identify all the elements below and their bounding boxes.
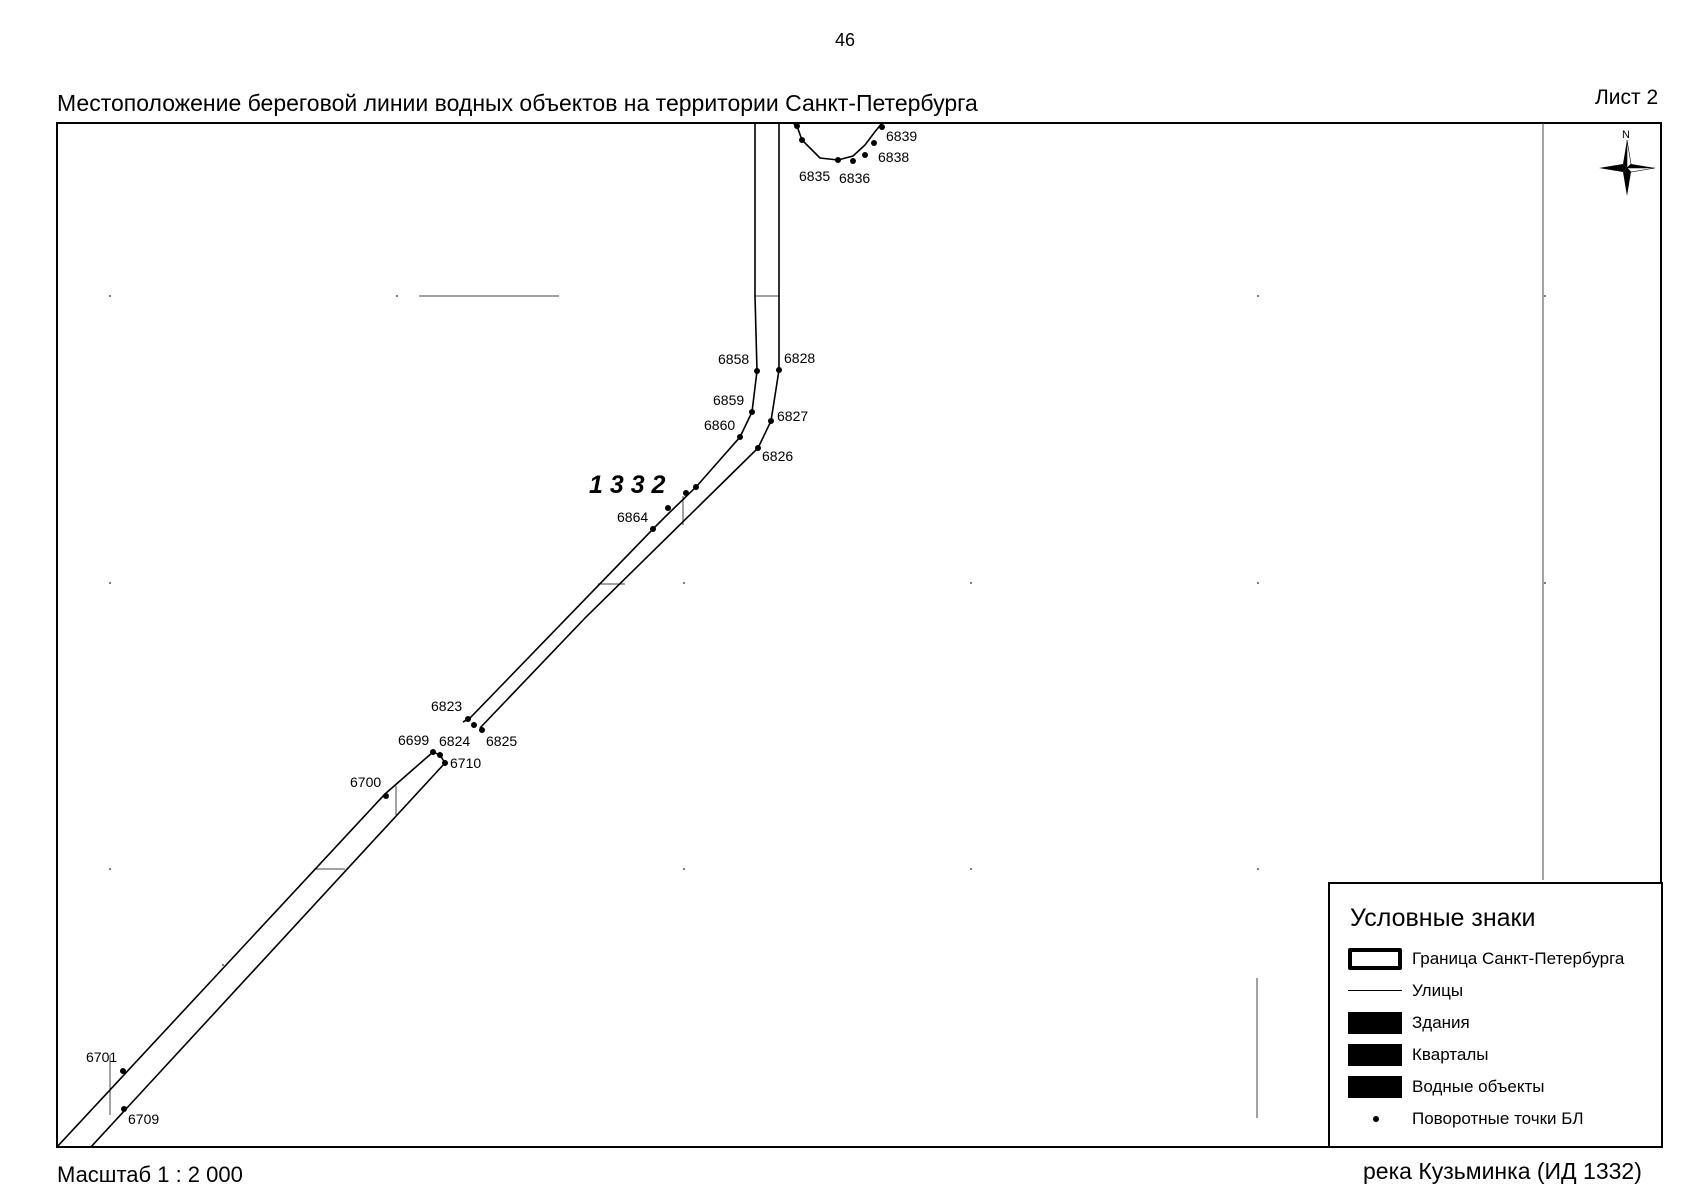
point-label: 6709 <box>128 1111 159 1127</box>
point-label: 6828 <box>784 350 815 366</box>
legend-item-blocks: Кварталы <box>1348 1043 1488 1067</box>
block-swatch-icon <box>1348 1044 1402 1066</box>
turning-point <box>665 505 671 511</box>
shoreline-right <box>479 123 780 729</box>
street-line-icon <box>1348 980 1402 1002</box>
turning-point <box>754 368 760 374</box>
turning-point <box>121 1106 127 1112</box>
point-label: 6701 <box>86 1049 117 1065</box>
point-label: 6825 <box>486 733 517 749</box>
legend-item-buildings: Здания <box>1348 1011 1470 1035</box>
turning-point <box>442 760 448 766</box>
page-number: 46 <box>835 30 856 50</box>
object-id-label: 1 3 3 2 <box>589 471 666 499</box>
legend-item-boundary: Граница Санкт-Петербурга <box>1348 947 1624 971</box>
grid-marks <box>109 295 1546 966</box>
point-label: 6859 <box>713 392 744 408</box>
legend-label: Поворотные точки БЛ <box>1412 1109 1584 1128</box>
point-label: 6824 <box>439 733 470 749</box>
river-label: река Кузьминка (ИД 1332) <box>1363 1158 1642 1184</box>
turning-point <box>471 722 477 728</box>
shoreline-left <box>462 123 758 723</box>
point-label: 6858 <box>718 351 749 367</box>
shoreline <box>57 123 883 1147</box>
point-label: 6835 <box>799 168 830 184</box>
turning-point <box>120 1068 126 1074</box>
building-swatch-icon <box>1348 1012 1402 1034</box>
north-label: N <box>1622 129 1630 141</box>
shoreline-pond <box>792 123 883 161</box>
turning-point <box>749 409 755 415</box>
point-label: 6839 <box>886 128 917 144</box>
shoreline-lower-left <box>57 751 434 1147</box>
point-label: 6827 <box>777 408 808 424</box>
point-label: 6700 <box>350 774 381 790</box>
north-arrow-icon: N <box>1599 129 1656 196</box>
document-title: Местоположение береговой линии водных об… <box>57 90 978 116</box>
street-lines <box>109 123 1544 1118</box>
point-dot-icon <box>1348 1108 1402 1130</box>
turning-point <box>794 123 800 129</box>
point-label: 6699 <box>398 732 429 748</box>
legend-label: Водные объекты <box>1412 1077 1545 1096</box>
point-label: 6826 <box>762 448 793 464</box>
turning-point <box>430 749 436 755</box>
legend-item-water: Водные объекты <box>1348 1075 1544 1099</box>
turning-point <box>835 157 841 163</box>
point-label: 6836 <box>839 170 870 186</box>
turning-point <box>879 124 885 130</box>
point-label: 6860 <box>704 417 735 433</box>
turning-point <box>776 367 782 373</box>
turning-point <box>755 445 761 451</box>
turning-point <box>693 484 699 490</box>
legend-item-streets: Улицы <box>1348 979 1463 1003</box>
turning-point <box>850 158 856 164</box>
turning-point <box>479 727 485 733</box>
legend-label: Здания <box>1412 1013 1470 1032</box>
water-swatch-icon <box>1348 1076 1402 1098</box>
legend: Условные знаки Граница Санкт-Петербурга … <box>1328 882 1663 1148</box>
point-label: 6710 <box>450 755 481 771</box>
shoreline-lower-right <box>89 762 446 1147</box>
point-label: 6823 <box>431 698 462 714</box>
turning-point <box>871 140 877 146</box>
turning-point <box>383 793 389 799</box>
map-frame <box>56 122 1662 1148</box>
turning-point <box>465 716 471 722</box>
turning-point <box>650 526 656 532</box>
turning-point <box>768 418 774 424</box>
point-label: 6864 <box>617 509 648 525</box>
point-labels: 6839 6838 6835 6836 6858 6828 6859 6827 … <box>86 128 917 1127</box>
turning-point <box>862 152 868 158</box>
legend-title: Условные знаки <box>1350 904 1536 932</box>
turning-point <box>799 137 805 143</box>
legend-label: Граница Санкт-Петербурга <box>1412 949 1625 968</box>
point-label: 6838 <box>878 149 909 165</box>
legend-label: Улицы <box>1412 981 1464 1000</box>
turning-points <box>120 123 885 1112</box>
legend-label: Кварталы <box>1412 1045 1489 1064</box>
legend-item-points: Поворотные точки БЛ <box>1348 1107 1584 1131</box>
boundary-swatch-icon <box>1348 948 1402 970</box>
turning-point <box>683 490 689 496</box>
sheet-label: Лист 2 <box>1595 86 1659 109</box>
turning-point <box>437 752 443 758</box>
scale-label: Масштаб 1 : 2 000 <box>57 1162 243 1187</box>
turning-point <box>737 434 743 440</box>
